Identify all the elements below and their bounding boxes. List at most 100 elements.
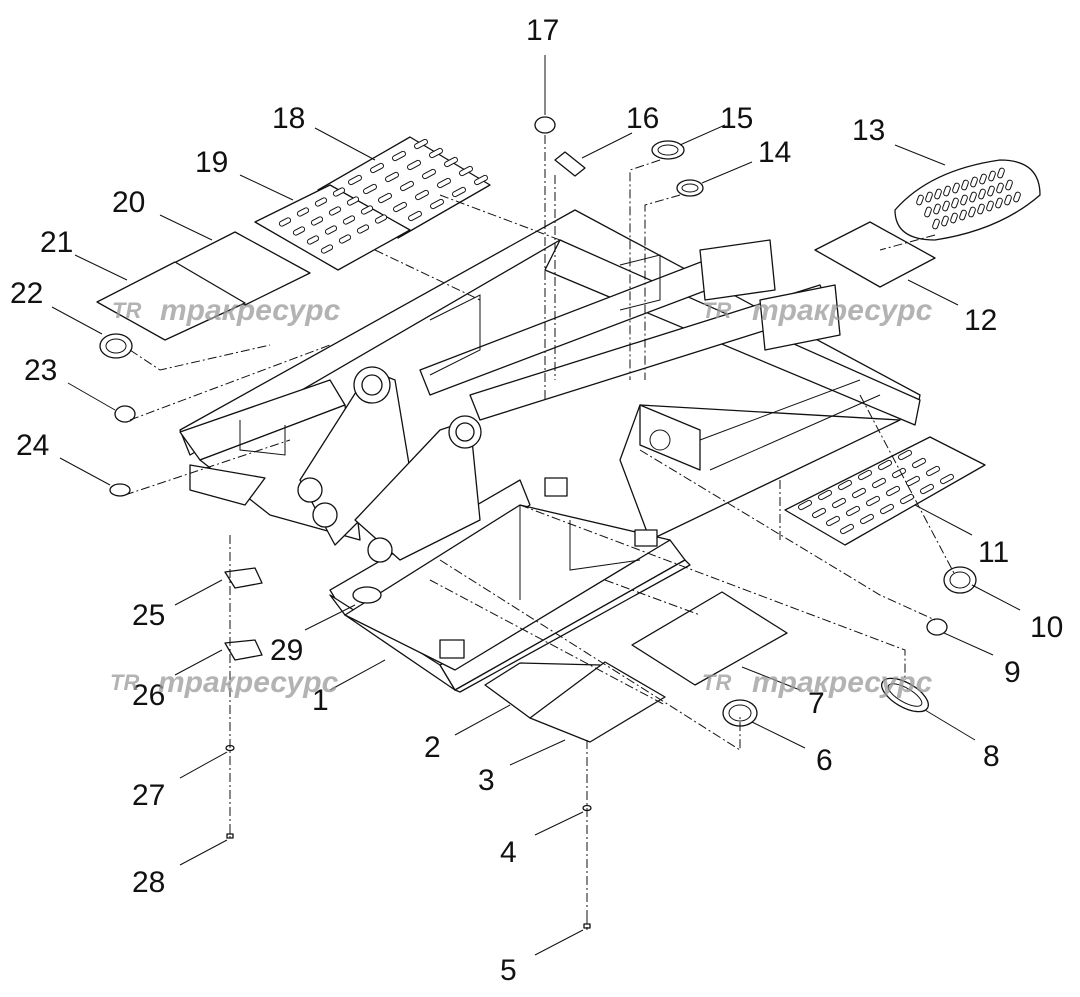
vent-slot <box>951 197 959 209</box>
vent-slot <box>941 215 949 227</box>
watermark-logo: TR <box>110 670 139 695</box>
watermark-logo: TR <box>702 298 731 323</box>
vent-slot <box>414 138 428 150</box>
vent-slot <box>292 226 306 236</box>
vent-slot <box>430 198 444 210</box>
vent-slot <box>968 206 976 218</box>
vent-slot <box>370 162 384 174</box>
vent-slot <box>408 210 422 222</box>
watermark-text: тракресурс <box>752 294 933 327</box>
vent-slot <box>838 479 852 491</box>
vent-slot <box>846 505 860 517</box>
vent-slot <box>960 194 968 206</box>
vent-slot <box>878 459 892 471</box>
callout-28: 28 <box>132 866 165 899</box>
watermark-text: тракресурс <box>752 666 933 699</box>
callout-26: 26 <box>132 679 165 712</box>
cover-plate-3 <box>529 661 666 743</box>
callout-25: 25 <box>132 599 165 632</box>
callout-22: 22 <box>10 277 43 310</box>
callout-27: 27 <box>132 779 165 812</box>
callout-9: 9 <box>1004 656 1021 689</box>
vent-slot <box>437 177 451 189</box>
vent-slot <box>407 159 421 171</box>
vent-slot <box>961 179 969 191</box>
vent-slot <box>422 168 436 180</box>
vent-slot <box>986 200 994 212</box>
callout-23: 23 <box>24 354 57 387</box>
vent-slot <box>459 165 473 177</box>
vent-slot <box>356 224 370 234</box>
vent-slot <box>400 180 414 192</box>
vent-slot <box>934 188 942 200</box>
vent-slot <box>324 225 338 235</box>
callout-14: 14 <box>758 136 791 169</box>
watermark-logo: TR <box>702 670 731 695</box>
vent-slot <box>943 185 951 197</box>
vent-slot <box>995 197 1003 209</box>
seal-6 <box>722 699 758 727</box>
vent-slot <box>942 200 950 212</box>
vent-slot <box>328 206 342 216</box>
vent-slot <box>969 191 977 203</box>
callout-12: 12 <box>964 304 997 337</box>
grommet-22 <box>99 333 133 359</box>
small-plate-26 <box>224 639 263 661</box>
plug-24 <box>109 483 131 497</box>
callout-8: 8 <box>983 740 1000 773</box>
watermark-3: TR тракресурс <box>110 666 339 699</box>
assembly-lines <box>124 135 956 930</box>
callout-21: 21 <box>40 226 73 259</box>
leader-lines <box>51 55 1021 956</box>
vent-slot <box>474 174 488 186</box>
callout-7: 7 <box>808 687 825 720</box>
watermark-2: TR тракресурс <box>702 294 933 327</box>
callout-13: 13 <box>852 114 885 147</box>
vent-slot <box>826 515 840 527</box>
vent-slot <box>933 203 941 215</box>
vent-slot <box>296 207 310 217</box>
vent-slot <box>393 201 407 213</box>
vent-slot <box>278 217 292 227</box>
callout-19: 19 <box>195 146 228 179</box>
grommet-14 <box>676 179 704 197</box>
vent-slot <box>988 170 996 182</box>
vent-slot <box>866 495 880 507</box>
vent-slot <box>818 489 832 501</box>
vent-slot <box>306 235 320 245</box>
grommet-15 <box>651 140 685 160</box>
vent-slot <box>840 523 854 535</box>
watermark-4: TR тракресурс <box>702 666 933 699</box>
vent-slot <box>932 218 940 230</box>
bracket-16 <box>554 151 586 177</box>
vent-slot <box>916 194 924 206</box>
vent-slot <box>906 475 920 487</box>
grommet-10 <box>943 566 977 594</box>
watermark-text: тракресурс <box>160 294 341 327</box>
vent-slot <box>912 457 926 469</box>
vent-slot <box>798 499 812 511</box>
watermark-1: TR тракресурс <box>112 294 341 327</box>
vent-slot <box>987 185 995 197</box>
grommet-23 <box>114 405 136 423</box>
seal-8 <box>881 677 929 713</box>
vent-slot <box>977 203 985 215</box>
vent-slot <box>342 215 356 225</box>
watermark-logo: TR <box>112 298 141 323</box>
vent-slot <box>940 473 954 485</box>
vent-slot <box>346 196 360 206</box>
vent-slot <box>952 182 960 194</box>
cover-plate-13 <box>894 159 1041 241</box>
cover-plate-7 <box>631 591 788 686</box>
callout-29: 29 <box>270 634 303 667</box>
vent-slot <box>886 485 900 497</box>
vent-slot <box>926 465 940 477</box>
vent-slot <box>898 449 912 461</box>
vent-slot <box>348 174 362 186</box>
callout-15: 15 <box>720 102 753 135</box>
vent-slots <box>278 138 1021 535</box>
main-frame <box>179 209 921 693</box>
grommet-9 <box>926 618 948 636</box>
